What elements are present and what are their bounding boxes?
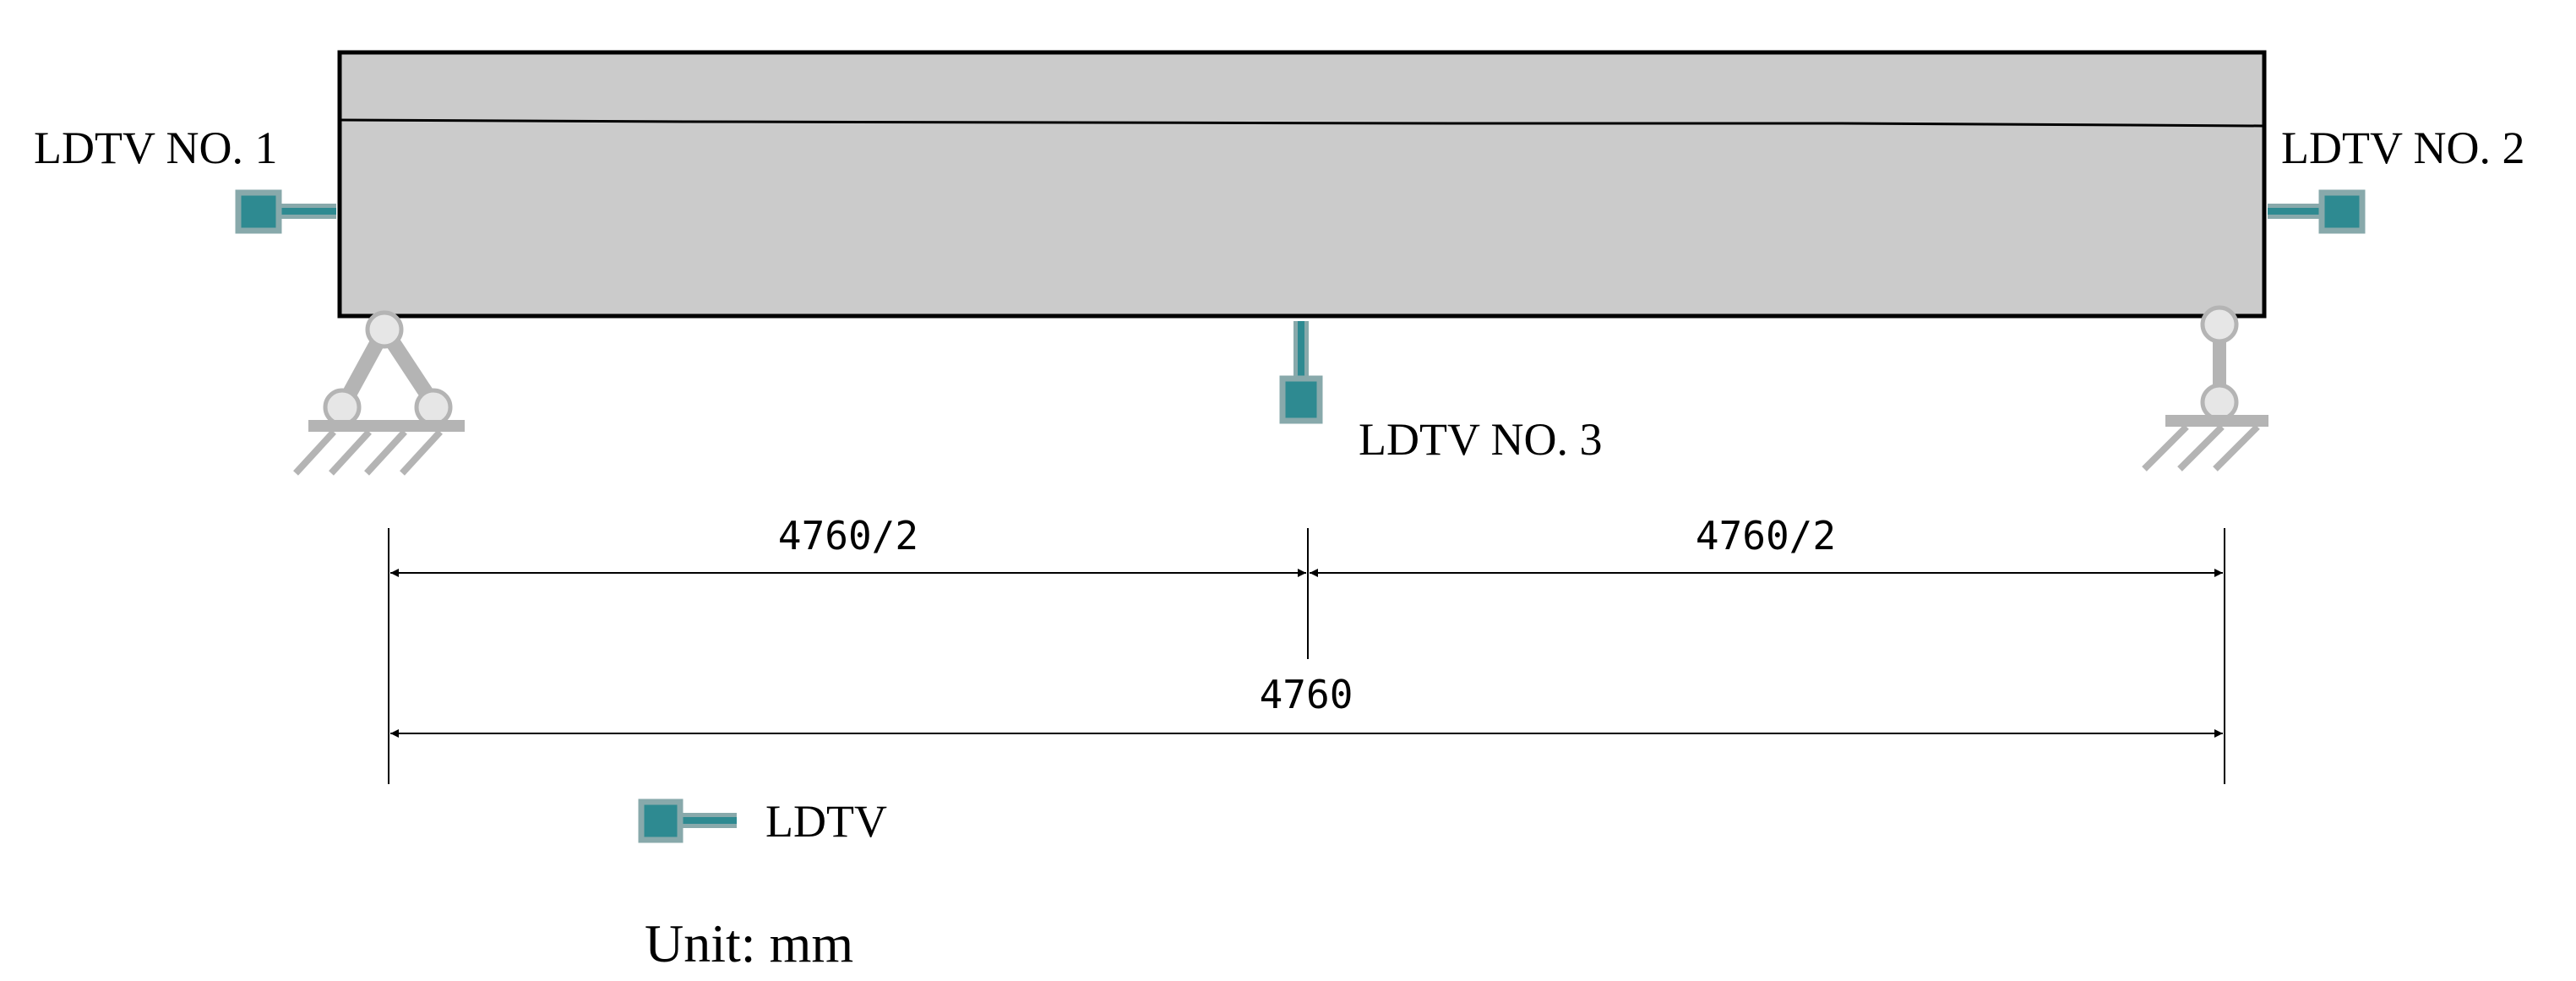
roller-support-icon: [2142, 305, 2268, 471]
beam-body: [337, 50, 2267, 319]
dim-label-total: 4760: [1260, 672, 1353, 717]
pin-support-icon: [293, 310, 465, 476]
ldtv-2-sensor-icon: [2268, 189, 2366, 234]
dimension-lines: [388, 528, 2225, 784]
ldtv-1-sensor-icon: [235, 189, 336, 234]
unit-label: Unit: mm: [645, 913, 853, 973]
legend-ldtv-sensor-icon: [638, 798, 737, 843]
dim-label-right-half: 4760/2: [1696, 513, 1836, 559]
ldtv-2-label: LDTV NO. 2: [2281, 123, 2524, 173]
dim-label-left-half: 4760/2: [778, 513, 918, 559]
beam-top-layer-line: [340, 118, 2263, 128]
beam: [337, 50, 2267, 319]
legend-ldtv-label: LDTV: [765, 796, 887, 847]
ldtv-1-label: LDTV NO. 1: [34, 123, 277, 173]
ldtv-3-label: LDTV NO. 3: [1359, 414, 1602, 465]
ldtv-3-sensor-icon: [1279, 321, 1323, 424]
